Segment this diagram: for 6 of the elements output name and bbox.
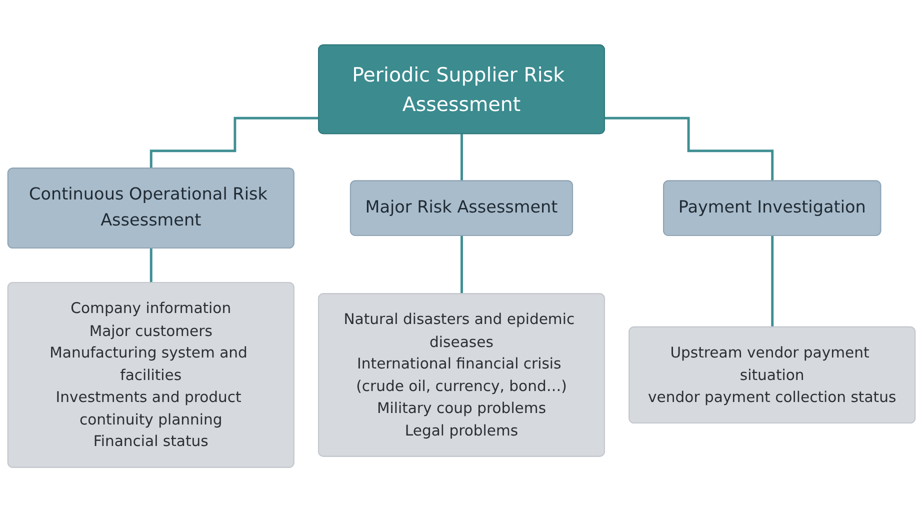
connector: [460, 234, 464, 296]
connector: [150, 116, 319, 170]
connector: [150, 247, 153, 284]
connector: [604, 116, 774, 182]
connector: [460, 132, 464, 182]
connector: [771, 234, 774, 328]
